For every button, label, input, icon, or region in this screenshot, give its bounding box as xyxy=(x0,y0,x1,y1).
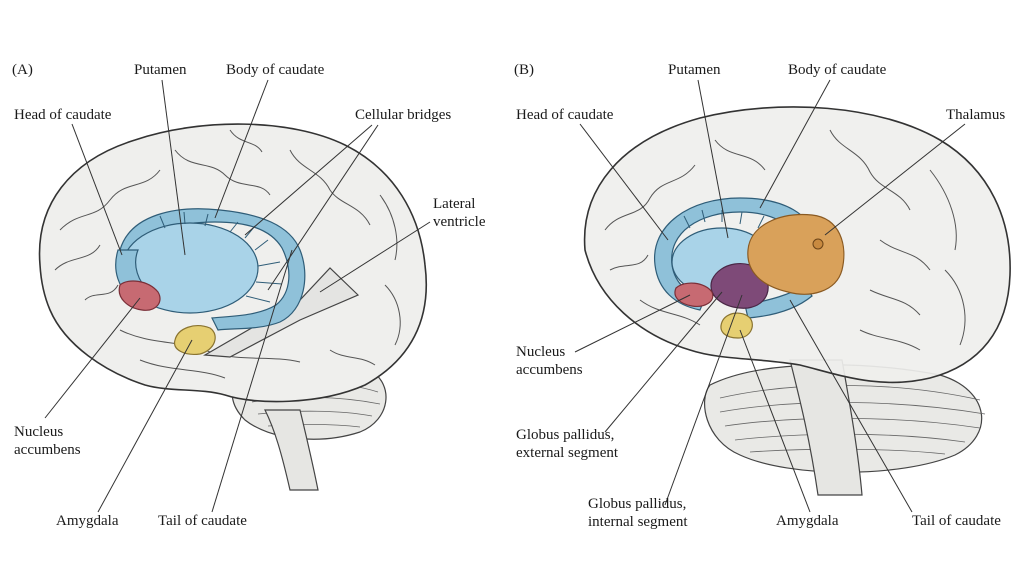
panel-a-cellular-bridges xyxy=(159,211,283,303)
panel-b-label-nucleus-accumbens-line2: accumbens xyxy=(516,362,583,378)
panel-a-label-tail-of-caudate: Tail of caudate xyxy=(158,513,247,529)
panel-b-label-putamen: Putamen xyxy=(668,62,721,78)
panel-b-globus-pallidus xyxy=(710,263,769,309)
panel-b-label-amygdala: Amygdala xyxy=(776,513,839,529)
panel-a-tag: (A) xyxy=(12,62,33,78)
panel-a-label-nucleus-accumbens-line2: accumbens xyxy=(14,442,81,458)
panel-a-label-putamen: Putamen xyxy=(134,62,187,78)
panel-b-label-gp-internal-line1: Globus pallidus, xyxy=(588,496,687,512)
panel-a-label-amygdala: Amygdala xyxy=(56,513,119,529)
panel-b-amygdala xyxy=(720,312,753,339)
panel-b-thalamus xyxy=(747,213,845,295)
panel-a-label-nucleus-accumbens-line1: Nucleus xyxy=(14,424,64,440)
panel-b-label-gp-internal-line2: internal segment xyxy=(588,514,688,530)
panel-b-nucleus-accumbens xyxy=(674,282,714,307)
panel-a-label-head-of-caudate: Head of caudate xyxy=(14,107,112,123)
panel-a-label-body-of-caudate: Body of caudate xyxy=(226,62,325,78)
panel-b-label-nucleus-accumbens-line1: Nucleus xyxy=(516,344,566,360)
panel-a-nucleus-accumbens xyxy=(118,280,161,311)
panel-b-tag: (B) xyxy=(514,62,534,78)
panel-b-leader-lines xyxy=(574,79,966,513)
panel-b-label-tail-of-caudate: Tail of caudate xyxy=(912,513,1001,529)
panel-a-brainstem xyxy=(264,409,319,491)
panel-a-label-cellular-bridges: Cellular bridges xyxy=(355,107,452,123)
panel-b-label-gp-external-line1: Globus pallidus, xyxy=(516,427,615,443)
panel-a-brain xyxy=(38,123,427,491)
panel-a-leader-lines xyxy=(44,79,431,513)
panel-b-label-thalamus: Thalamus xyxy=(946,107,1006,123)
panel-b-gyri xyxy=(604,129,966,351)
panel-b-label-body-of-caudate: Body of caudate xyxy=(788,62,887,78)
panel-a-label-lateral-ventricle-line2: ventricle xyxy=(433,214,486,230)
panel-a-label-lateral-ventricle-line1: Lateral xyxy=(433,196,476,212)
panel-a-amygdala xyxy=(174,325,216,355)
panel-a-gyri xyxy=(54,129,401,379)
panel-b-brain xyxy=(583,106,1011,496)
panel-b-label-gp-external-line2: external segment xyxy=(516,445,619,461)
panel-a-caudate-body xyxy=(119,208,306,331)
panel-b-label-head-of-caudate: Head of caudate xyxy=(516,107,614,123)
